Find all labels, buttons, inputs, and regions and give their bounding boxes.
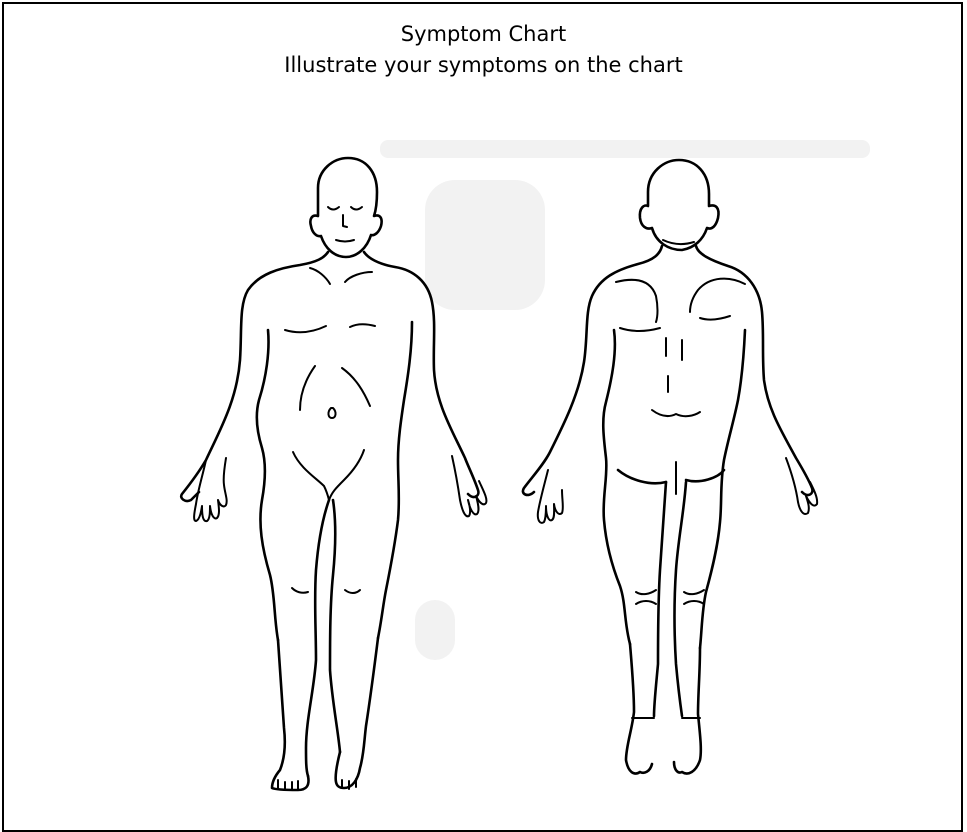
front-right-knee	[345, 590, 360, 593]
front-right-rib	[342, 368, 370, 406]
front-left-hand	[194, 458, 227, 521]
front-left-chest	[285, 326, 326, 332]
back-left-outer-leg	[626, 644, 652, 774]
front-left-torso	[257, 330, 278, 640]
back-left-hand	[538, 470, 563, 523]
back-chin-line	[663, 240, 694, 244]
front-left-side-outline	[181, 252, 328, 501]
front-nose	[343, 215, 347, 227]
back-head-outline	[640, 160, 719, 250]
front-left-rib	[300, 366, 315, 410]
front-left-clavicle	[310, 268, 330, 284]
back-right-calf-line-2	[684, 601, 704, 604]
front-right-chest	[350, 324, 375, 327]
front-right-eye	[351, 207, 362, 210]
front-right-outer-leg	[336, 638, 378, 788]
front-right-inner-leg	[330, 500, 340, 752]
back-right-side-outline	[696, 246, 812, 495]
front-mouth	[336, 240, 354, 242]
front-right-clavicle	[345, 272, 372, 282]
back-right-scapula	[700, 316, 730, 320]
back-right-torso	[700, 330, 745, 648]
back-left-scapula	[620, 328, 660, 331]
front-navel	[328, 408, 335, 418]
back-right-calf-line	[684, 590, 704, 594]
back-left-calf-line	[636, 590, 656, 594]
front-left-knee	[292, 588, 308, 593]
front-right-torso	[378, 322, 412, 638]
back-left-trap	[616, 280, 658, 322]
back-left-buttock	[618, 470, 666, 483]
front-left-outer-leg	[272, 640, 309, 790]
back-right-trap	[690, 279, 745, 312]
back-left-calf-line-2	[636, 601, 656, 604]
body-diagram-svg[interactable]	[0, 0, 963, 817]
front-pelvis-line	[293, 450, 364, 500]
back-right-buttock	[686, 470, 724, 481]
back-left-torso	[603, 330, 630, 644]
back-body-figure[interactable]	[523, 160, 817, 774]
back-right-inner-leg	[675, 482, 687, 716]
back-lumbar-line	[652, 410, 700, 416]
back-left-inner-leg	[654, 482, 666, 716]
front-left-inner-leg	[306, 500, 329, 776]
back-right-outer-leg	[674, 648, 701, 774]
front-left-eye	[328, 207, 339, 210]
scan-artifacts	[380, 140, 870, 660]
body-diagram-canvas[interactable]	[0, 0, 963, 817]
